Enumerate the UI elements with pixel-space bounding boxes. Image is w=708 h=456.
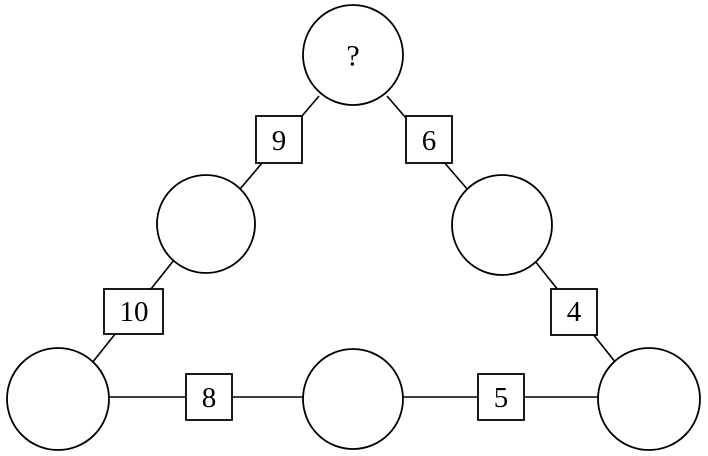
edge-value-box-edge-apex-right-upper[interactable] bbox=[405, 115, 453, 164]
node-circle-apex[interactable] bbox=[302, 4, 404, 106]
edge-value-label-edge-bottom-left-bottom-mid: 8 bbox=[202, 382, 217, 414]
edge-value-box-edge-left-upper-apex[interactable] bbox=[255, 115, 303, 164]
edge-value-label-edge-apex-right-upper: 6 bbox=[422, 125, 437, 157]
nodes-group: ? bbox=[6, 4, 701, 451]
edge-value-label-edge-left-upper-apex: 9 bbox=[272, 125, 287, 157]
node-circle-bottom-right[interactable] bbox=[597, 347, 701, 451]
edge-value-box-edge-right-upper-bottom-right[interactable] bbox=[550, 288, 598, 336]
node-circle-left-upper[interactable] bbox=[156, 174, 256, 274]
node-circle-right-upper[interactable] bbox=[451, 174, 553, 276]
node-circle-bottom-left[interactable] bbox=[6, 347, 110, 451]
node-circle-bottom-mid[interactable] bbox=[302, 348, 404, 450]
node-label-apex: ? bbox=[346, 40, 359, 73]
edge-value-label-edge-bottom-left-left-upper: 10 bbox=[120, 296, 149, 328]
edge-value-label-edge-bottom-mid-bottom-right: 5 bbox=[494, 382, 509, 414]
edge-value-box-edge-bottom-left-left-upper[interactable] bbox=[103, 288, 164, 335]
edge-value-label-edge-right-upper-bottom-right: 4 bbox=[567, 296, 582, 328]
edge-boxes-group: 9 6 10 4 8 5 bbox=[103, 115, 598, 421]
edge-value-box-edge-bottom-left-bottom-mid[interactable] bbox=[185, 373, 233, 421]
edge-value-box-edge-bottom-mid-bottom-right[interactable] bbox=[477, 373, 525, 421]
